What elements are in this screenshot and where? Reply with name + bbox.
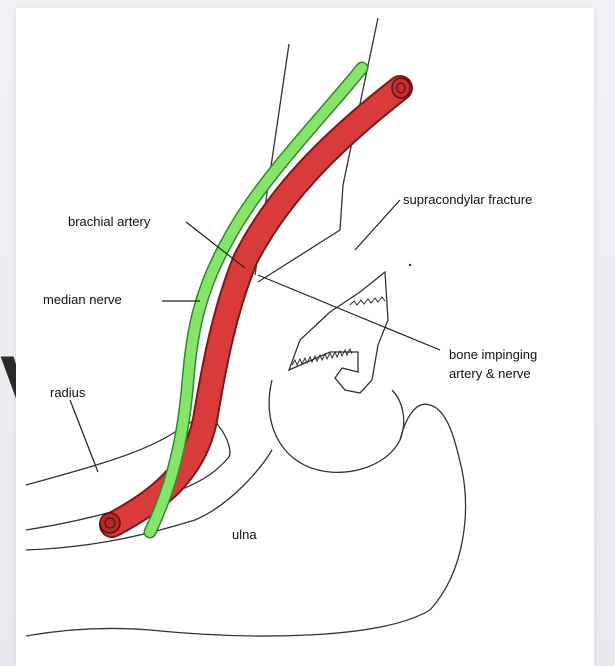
elbow-diagram [16, 8, 594, 666]
label-brachial-artery: brachial artery [68, 215, 150, 230]
brachial-artery [112, 88, 400, 525]
trochlear-notch [269, 380, 404, 472]
label-bone-impinging-line2: artery & nerve [449, 367, 531, 382]
artery-end-top [392, 78, 410, 98]
pointer-supracondylar [355, 200, 400, 250]
label-ulna: ulna [232, 528, 257, 543]
fracture-fragment [289, 272, 388, 393]
label-median-nerve: median nerve [43, 293, 122, 308]
brachial-artery-fill [112, 88, 400, 525]
stray-mark [409, 264, 411, 266]
pointer-radius [70, 400, 98, 472]
label-bone-impinging-line1: bone impinging [449, 348, 537, 363]
label-supracondylar-fracture: supracondylar fracture [403, 193, 532, 208]
diagram-card: brachial artery median nerve supracondyl… [16, 8, 594, 666]
label-radius: radius [50, 386, 85, 401]
artery-end-bottom [100, 513, 120, 533]
fracture-spike [350, 297, 385, 305]
radius-head [218, 425, 230, 458]
olecranon [26, 404, 465, 636]
pointer-bone-impinging [258, 275, 440, 350]
